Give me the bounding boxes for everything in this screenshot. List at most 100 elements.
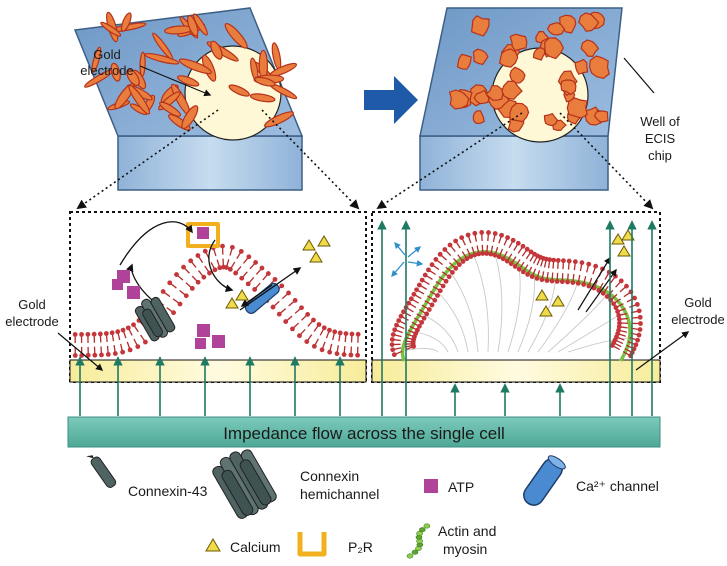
right-ecis-chip	[419, 7, 623, 191]
calcium-ions-left	[225, 235, 331, 309]
blue-arrows	[391, 242, 424, 277]
p2r-icon	[297, 532, 327, 557]
atp-molecules-left	[112, 270, 225, 349]
rounded-cell	[472, 48, 489, 66]
spindle-cell	[210, 40, 223, 60]
rounded-cell	[560, 79, 577, 96]
left-chip-front-side	[117, 135, 303, 191]
spindle-cell	[128, 84, 151, 115]
right-electrode-strip	[371, 359, 661, 383]
legend: Connexin-43 Connexin hemichannel ATP Ca²…	[86, 449, 659, 559]
gold-electrode-right-line2: electrode	[671, 312, 724, 327]
rounded-cell	[509, 33, 528, 52]
spindle-cell	[110, 62, 121, 82]
rounded-cell	[578, 12, 600, 32]
spindle-cell	[224, 22, 248, 49]
spindle-cell	[178, 58, 212, 75]
legend-calcium: Calcium	[230, 539, 281, 555]
right-rounded-cells	[448, 11, 610, 133]
left-ecis-chip	[73, 7, 304, 191]
rounded-cell	[544, 37, 564, 60]
rounded-cell	[473, 89, 490, 105]
rounded-cell	[543, 112, 558, 127]
left-electrode-strip	[69, 359, 367, 383]
rounded-cell	[574, 58, 589, 75]
rounded-cell	[509, 102, 530, 123]
well-label: Well of ECIS chip	[623, 57, 680, 163]
legend-actin-line2: myosin	[443, 541, 487, 557]
left-spindle-cells	[84, 11, 298, 131]
impedance-arrows	[75, 220, 657, 416]
connexin43-icon	[86, 455, 117, 488]
spindle-cell	[91, 46, 102, 73]
spindle-cell	[264, 111, 294, 128]
rounded-cell	[509, 66, 526, 84]
rounded-cell	[566, 97, 588, 119]
spindle-cell	[187, 14, 199, 37]
legend-ca-channel: Ca²⁺ channel	[576, 478, 659, 494]
spindle-cell	[254, 76, 276, 87]
spindle-cell	[152, 32, 174, 60]
left-zoom-panel	[69, 211, 367, 383]
gold-electrode-left-pointer	[57, 332, 104, 371]
spindle-cell	[139, 51, 146, 77]
atp-icon	[424, 479, 438, 493]
rounded-cell	[580, 39, 600, 58]
spindle-cell	[228, 84, 250, 97]
legend-atp: ATP	[448, 479, 474, 495]
connexin-hemichannel-in-membrane	[134, 296, 176, 342]
gold-electrode-top-pointer	[139, 65, 212, 97]
rounded-cell	[546, 21, 566, 36]
rounded-cell	[532, 47, 546, 61]
gold-electrode-top-line2: electrode	[80, 63, 133, 78]
calcium-icon	[205, 538, 221, 552]
spindle-cell	[192, 13, 208, 36]
impedance-bar: Impedance flow across the single cell	[67, 416, 661, 448]
spindle-cell	[100, 21, 122, 37]
gold-electrode-left-line1: Gold	[18, 297, 45, 312]
zoom-lines	[76, 109, 654, 210]
rounded-cell	[498, 48, 519, 68]
right-zoom-panel	[371, 211, 661, 383]
spindle-cell	[181, 105, 199, 130]
rounded-cell	[472, 109, 485, 125]
well-label-line1: Well of	[640, 114, 680, 129]
impedance-bar-text: Impedance flow across the single cell	[223, 424, 505, 443]
rounded-cell	[456, 53, 472, 70]
spindle-cell	[177, 75, 200, 87]
transition-arrow	[364, 76, 418, 124]
right-rounded-cell-cross-section	[389, 230, 643, 362]
p2r-receptor-in-membrane	[186, 222, 220, 248]
actin-myosin-icon	[406, 523, 431, 559]
spindle-cell	[126, 68, 140, 87]
rounded-cell	[448, 89, 470, 110]
well-label-line3: chip	[648, 148, 672, 163]
well-pointer	[623, 57, 655, 94]
rounded-cell	[593, 110, 609, 123]
gold-electrode-right-pointer	[635, 331, 690, 371]
gold-electrode-right-label: Gold electrode	[635, 295, 725, 371]
calcium-ions-right	[535, 229, 635, 317]
legend-actin-line1: Actin and	[438, 523, 496, 539]
connexin-hemichannel-icon	[212, 449, 277, 519]
spindle-cell	[120, 12, 132, 32]
gold-electrode-left-line2: electrode	[5, 314, 58, 329]
impedance-bar-rect	[67, 416, 661, 448]
rounded-cell	[588, 55, 610, 80]
blue-right-arrow	[364, 76, 418, 124]
spindle-cell	[159, 101, 182, 117]
gold-electrode-right-line1: Gold	[684, 295, 711, 310]
gold-electrode-top-label: Gold electrode	[80, 47, 212, 97]
right-chip-front-side	[419, 135, 609, 191]
legend-hemichannel-line2: hemichannel	[300, 486, 379, 502]
legend-hemichannel-line1: Connexin	[300, 468, 359, 484]
legend-p2r: P₂R	[348, 539, 373, 555]
spindle-cell	[249, 93, 276, 103]
legend-connexin43: Connexin-43	[128, 483, 208, 499]
rounded-cell	[470, 15, 490, 37]
ca-channel-icon	[523, 455, 566, 506]
well-label-line2: ECIS	[645, 131, 676, 146]
gold-electrode-left-label: Gold electrode	[5, 297, 104, 371]
gold-electrode-top-line1: Gold	[93, 47, 120, 62]
